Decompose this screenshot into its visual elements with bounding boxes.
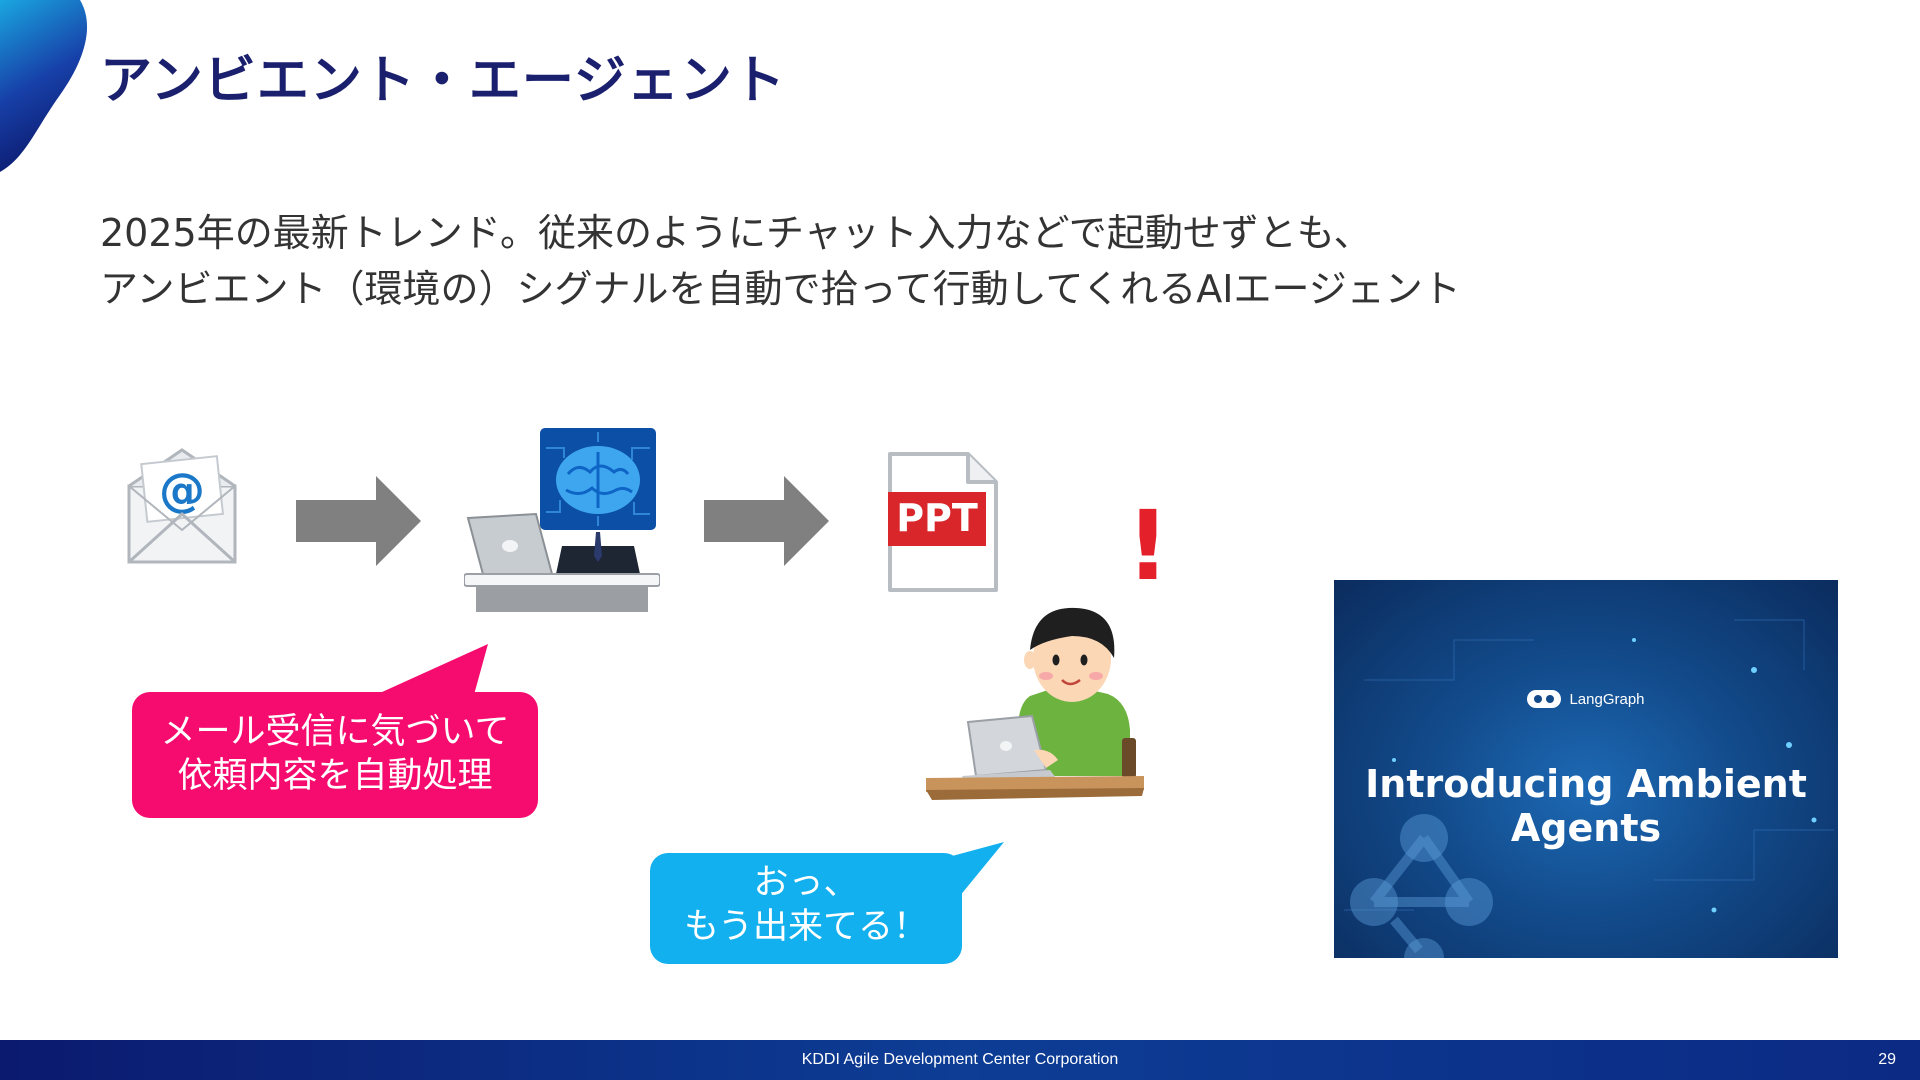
slide-footer: KDDI Agile Development Center Corporatio… — [0, 1040, 1920, 1080]
agent-bubble-line-2: 依頼内容を自動処理 — [177, 756, 493, 796]
slide-body: 2025年の最新トレンド。従来のようにチャット入力などで起動せずとも、 アンビエ… — [100, 205, 1461, 317]
user-speech-bubble: おっ、 もう出来てる！ — [650, 853, 962, 964]
agent-bubble-text: メール受信に気づいて 依頼内容を自動処理 — [132, 710, 538, 798]
corner-decoration — [0, 0, 88, 172]
langgraph-thumbnail: LangGraph Introducing Ambient Agents — [1334, 580, 1838, 958]
langgraph-logo: LangGraph — [1334, 690, 1838, 708]
agent-bubble-tail — [360, 644, 488, 702]
exclamation-icon: ! — [1126, 490, 1170, 602]
footer-company: KDDI Agile Development Center Corporatio… — [801, 1051, 1119, 1068]
agent-speech-bubble: メール受信に気づいて 依頼内容を自動処理 — [132, 692, 538, 818]
user-bubble-text: おっ、 もう出来てる！ — [650, 861, 962, 949]
thumbnail-title-line-1: Introducing Ambient — [1365, 762, 1807, 806]
langgraph-logo-icon — [1527, 690, 1562, 708]
arrow-right-icon — [704, 476, 829, 566]
thumbnail-title: Introducing Ambient Agents — [1334, 762, 1838, 850]
user-bubble-line-1: おっ、 — [753, 863, 859, 903]
ppt-file-icon: PPT — [886, 450, 1000, 594]
slide-title: アンビエント・エージェント — [100, 51, 786, 111]
thumbnail-title-line-2: Agents — [1510, 806, 1662, 850]
body-line-2: アンビエント（環境の）シグナルを自動で拾って行動してくれるAIエージェント — [100, 267, 1461, 311]
person-laptop-icon — [926, 607, 1144, 800]
user-bubble-line-2: もう出来てる！ — [684, 907, 928, 947]
arrow-right-icon — [296, 476, 421, 566]
page-number: 29 — [1878, 1051, 1896, 1068]
network-graph-decoration — [1344, 619, 1834, 958]
ai-brain-agent-icon — [464, 428, 660, 612]
email-envelope-icon: @ — [127, 448, 237, 564]
svg-text:@: @ — [159, 463, 205, 517]
agent-bubble-line-1: メール受信に気づいて — [160, 712, 510, 752]
ppt-label: PPT — [896, 496, 978, 540]
langgraph-logo-text: LangGraph — [1569, 690, 1645, 708]
body-line-1: 2025年の最新トレンド。従来のようにチャット入力などで起動せずとも、 — [100, 211, 1372, 255]
